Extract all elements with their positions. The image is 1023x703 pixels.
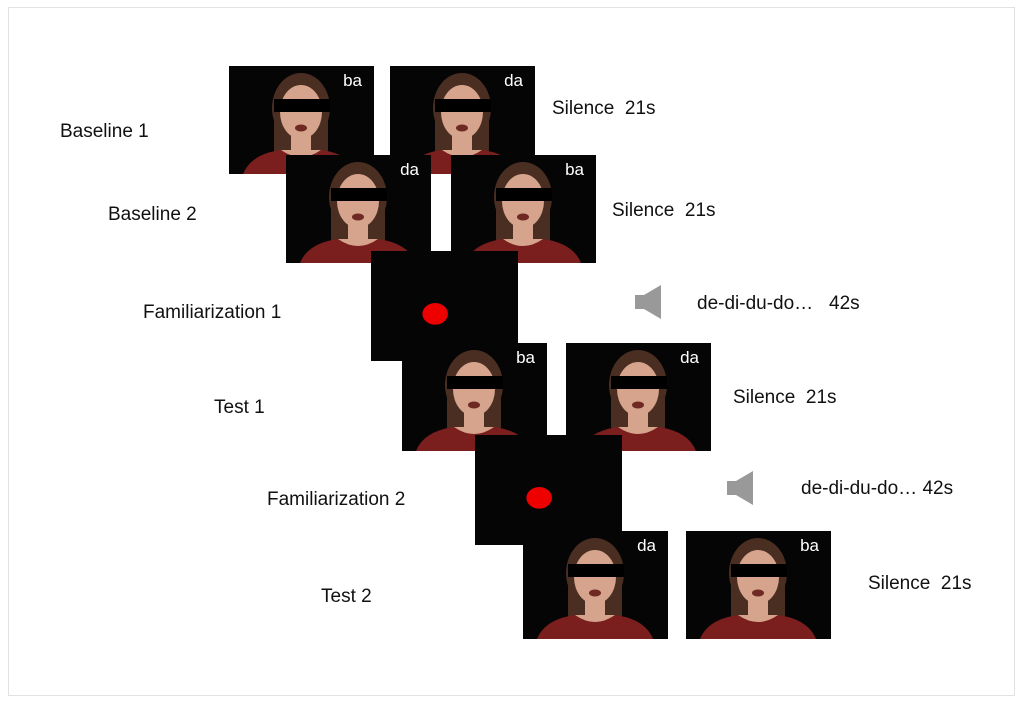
phase-label-baseline-2: Baseline 2 xyxy=(108,204,197,225)
duration-text-test-1: Silence 21s xyxy=(733,387,837,408)
face-illustration xyxy=(566,343,711,451)
face-stimulus: ba xyxy=(451,155,596,263)
face-illustration xyxy=(451,155,596,263)
syllable-label: ba xyxy=(343,71,362,90)
speaker-icon xyxy=(727,471,753,505)
face-stimulus: ba xyxy=(686,531,831,639)
phase-label-test-1: Test 1 xyxy=(214,397,265,418)
phase-label-familiarization-2: Familiarization 2 xyxy=(267,489,406,510)
syllable-label: ba xyxy=(565,160,584,179)
face-stimulus: da xyxy=(566,343,711,451)
syllable-label: da xyxy=(400,160,419,179)
phase-label-familiarization-1: Familiarization 1 xyxy=(143,302,282,323)
red-dot xyxy=(422,303,448,325)
syllable-label: da xyxy=(504,71,523,90)
syllable-label: da xyxy=(637,536,656,555)
syllable-label: da xyxy=(680,348,699,367)
duration-text-familiarization-2: de-di-du-do… 42s xyxy=(801,478,954,499)
figure-frame xyxy=(8,7,1015,696)
dot-stimulus xyxy=(475,435,622,545)
face-stimulus: da xyxy=(523,531,668,639)
face-stimulus: ba xyxy=(402,343,547,451)
dot-stimulus xyxy=(371,251,518,361)
duration-text-baseline-1: Silence 21s xyxy=(552,98,656,119)
face-illustration xyxy=(402,343,547,451)
phase-label-baseline-1: Baseline 1 xyxy=(60,121,149,142)
duration-text-test-2: Silence 21s xyxy=(868,573,972,594)
duration-text-familiarization-1: de-di-du-do… 42s xyxy=(697,293,860,314)
duration-text-baseline-2: Silence 21s xyxy=(612,200,716,221)
face-illustration xyxy=(686,531,831,639)
syllable-label: ba xyxy=(800,536,819,555)
speaker-icon xyxy=(635,285,661,319)
face-illustration xyxy=(523,531,668,639)
face-stimulus: da xyxy=(286,155,431,263)
syllable-label: ba xyxy=(516,348,535,367)
phase-label-test-2: Test 2 xyxy=(321,586,372,607)
red-dot xyxy=(526,487,552,509)
face-illustration xyxy=(286,155,431,263)
